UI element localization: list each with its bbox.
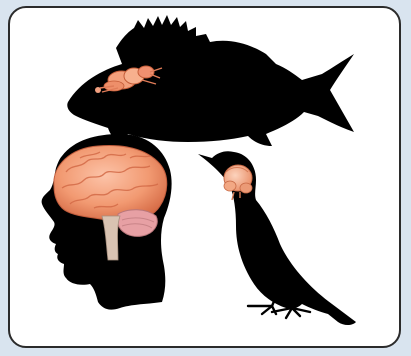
human-head-group: [42, 134, 172, 310]
figure-card: [8, 6, 401, 348]
brain-comparison-illustration: [10, 8, 401, 348]
bird-silhouette: [198, 151, 356, 325]
bird-group: [198, 151, 356, 325]
fish-group: [67, 15, 354, 146]
cerebellum: [118, 210, 157, 237]
